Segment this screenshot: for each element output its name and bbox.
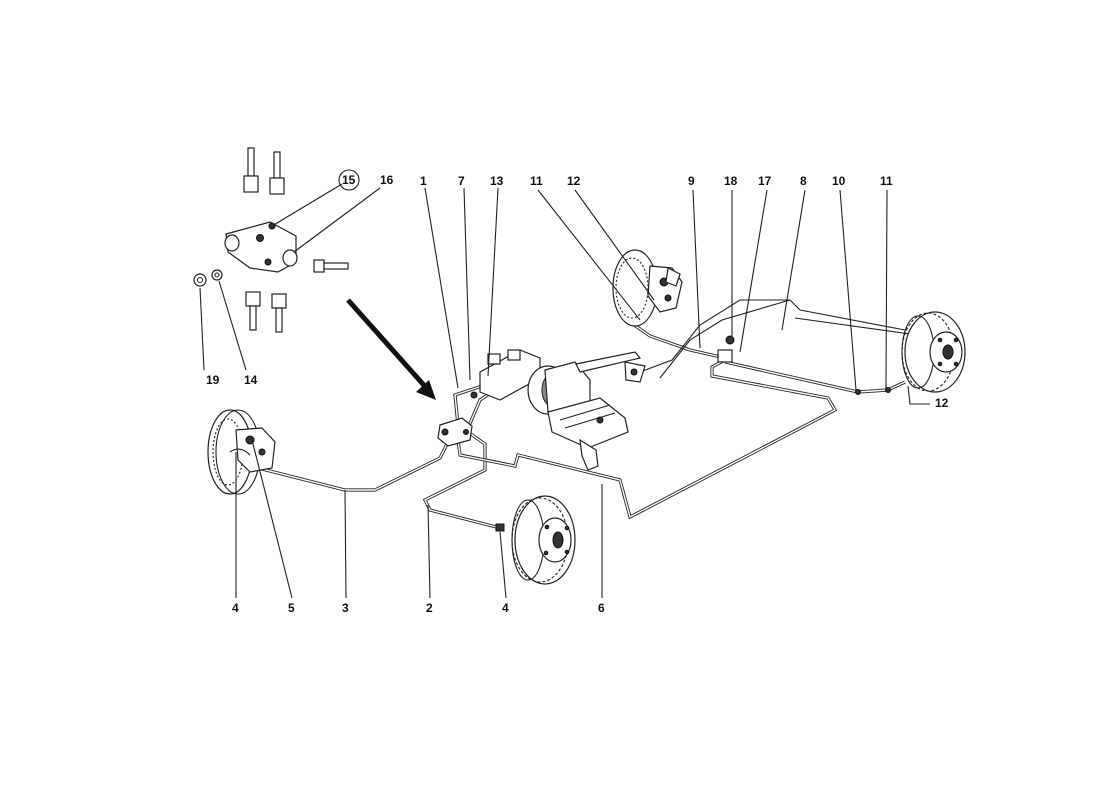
callout-4: 4 [502,601,509,615]
callout-8: 8 [800,174,807,188]
valve-exploded-group [193,147,349,333]
callout-10: 10 [832,174,846,188]
disc-right-rear [901,311,966,393]
callout-6: 6 [598,601,605,615]
callout-12: 12 [935,396,949,410]
callout-19: 19 [206,373,220,387]
callout-11: 11 [880,174,893,188]
callout-labels: 1 7 13 11 12 9 18 17 8 10 11 12 15 16 19… [206,173,949,615]
callout-14: 14 [244,373,258,387]
disc-right-front [495,495,576,585]
leader-lines [199,183,930,599]
callout-7: 7 [458,174,465,188]
callout-13: 13 [490,174,504,188]
callout-11: 11 [530,174,543,188]
callout-5: 5 [288,601,295,615]
disc-left-rear [612,249,683,327]
disc-left-front [207,409,276,495]
callout-3: 3 [342,601,349,615]
callout-15-circle [338,169,360,191]
callout-2: 2 [426,601,433,615]
callout-4: 4 [232,601,239,615]
callout-17: 17 [758,174,772,188]
callout-12: 12 [567,174,581,188]
callout-9: 9 [688,174,695,188]
callout-18: 18 [724,174,738,188]
handbrake-lever [575,351,646,383]
pipe-junction [717,335,891,395]
callout-1: 1 [420,174,427,188]
location-arrow [346,298,436,400]
callout-15: 15 [342,173,356,187]
callout-16: 16 [380,173,394,187]
pressure-regulator [437,417,473,447]
master-cylinder-assembly [470,349,629,471]
